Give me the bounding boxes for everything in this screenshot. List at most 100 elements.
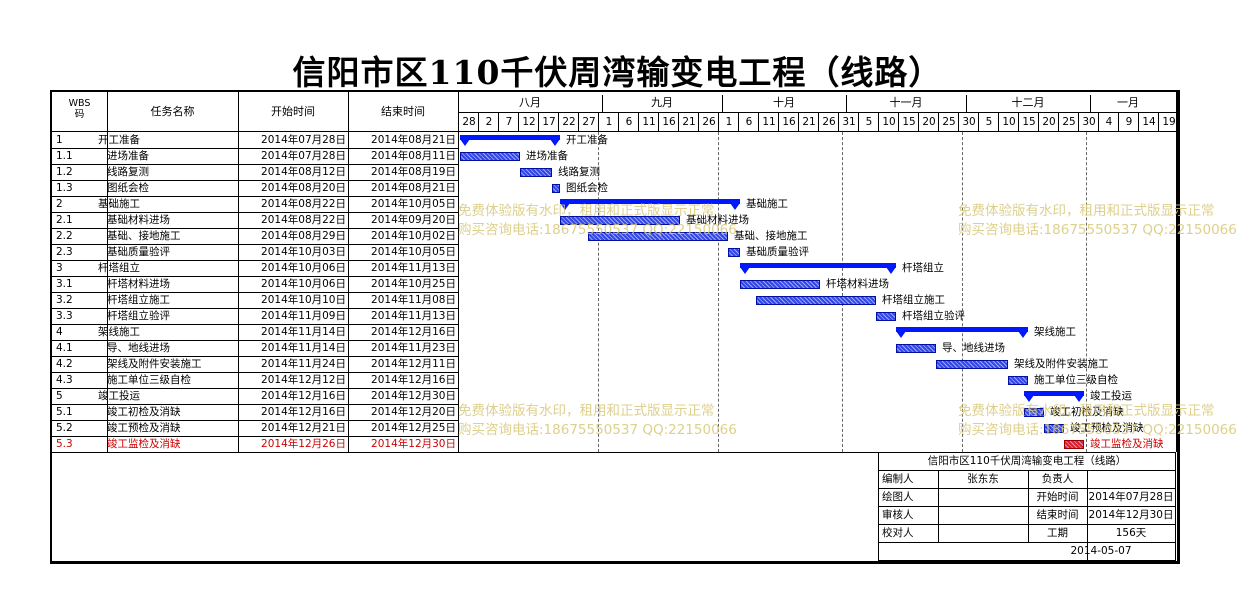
day-divider <box>1078 113 1079 131</box>
task-name[interactable]: 架线施工 <box>98 326 140 338</box>
bar-label: 竣工预检及消缺 <box>1070 422 1144 434</box>
task-name[interactable]: 进场准备 <box>107 150 149 162</box>
day-label: 26 <box>702 116 716 128</box>
task-name[interactable]: 杆塔组立施工 <box>107 294 170 306</box>
task-start: 2014年07月28日 <box>261 150 346 162</box>
summary-bar[interactable] <box>896 327 1028 332</box>
summary-bar-end <box>730 203 740 210</box>
month-label: 九月 <box>651 96 673 109</box>
summary-bar-end <box>1074 395 1084 402</box>
bar-label: 架线施工 <box>1034 326 1076 338</box>
task-name[interactable]: 基础质量验评 <box>107 246 170 258</box>
table-bottom-line <box>458 452 1176 453</box>
row-line <box>52 404 458 405</box>
day-label: 16 <box>782 116 796 128</box>
month-row-line <box>458 112 1176 113</box>
task-name[interactable]: 竣工初检及消缺 <box>107 406 181 418</box>
task-bar[interactable] <box>936 360 1008 369</box>
day-divider <box>898 113 899 131</box>
month-gridline <box>842 132 843 452</box>
task-end: 2014年08月21日 <box>371 182 456 194</box>
task-end: 2014年09月20日 <box>371 214 456 226</box>
month-label: 十月 <box>773 96 795 109</box>
task-wbs: 2.3 <box>56 246 73 258</box>
month-divider <box>846 95 847 113</box>
task-name[interactable]: 竣工预检及消缺 <box>107 422 181 434</box>
info-col-line <box>1028 470 1029 542</box>
task-name[interactable]: 架线及附件安装施工 <box>107 358 202 370</box>
day-label: 26 <box>822 116 836 128</box>
task-wbs: 4.3 <box>56 374 73 386</box>
task-name[interactable]: 开工准备 <box>98 134 140 146</box>
day-label: 16 <box>662 116 676 128</box>
task-name[interactable]: 导、地线进场 <box>107 342 170 354</box>
task-wbs: 1.1 <box>56 150 73 162</box>
task-bar[interactable] <box>756 296 876 305</box>
row-line <box>52 340 458 341</box>
task-name[interactable]: 线路复测 <box>107 166 149 178</box>
summary-bar-end <box>886 267 896 274</box>
task-bar[interactable] <box>896 344 936 353</box>
task-name[interactable]: 基础施工 <box>98 198 140 210</box>
task-bar[interactable] <box>552 184 560 193</box>
info-reviewer-label: 审核人 <box>882 509 914 521</box>
task-name[interactable]: 竣工投运 <box>98 390 140 402</box>
summary-bar-end <box>550 139 560 146</box>
task-bar[interactable] <box>728 248 740 257</box>
day-divider <box>938 113 939 131</box>
summary-bar[interactable] <box>740 263 896 268</box>
day-divider <box>698 113 699 131</box>
critical-task-bar[interactable] <box>1064 440 1084 449</box>
info-date: 2014-05-07 <box>1070 545 1132 557</box>
month-divider <box>602 95 603 113</box>
day-label: 31 <box>842 116 856 128</box>
task-wbs: 4.1 <box>56 342 73 354</box>
task-name[interactable]: 竣工监检及消缺 <box>107 438 181 450</box>
task-name[interactable]: 杆塔组立验评 <box>107 310 170 322</box>
task-name[interactable]: 杆塔材料进场 <box>107 278 170 290</box>
task-bar[interactable] <box>560 216 680 225</box>
day-divider <box>778 113 779 131</box>
task-bar[interactable] <box>588 232 728 241</box>
summary-bar[interactable] <box>460 135 560 140</box>
day-divider <box>1138 113 1139 131</box>
task-wbs: 5.1 <box>56 406 73 418</box>
task-name[interactable]: 杆塔组立 <box>98 262 140 274</box>
task-bar[interactable] <box>1044 424 1064 433</box>
row-line <box>52 244 458 245</box>
task-bar[interactable] <box>520 168 552 177</box>
task-bar[interactable] <box>740 280 820 289</box>
day-divider <box>758 113 759 131</box>
task-bar[interactable] <box>1024 408 1044 417</box>
day-label: 25 <box>942 116 956 128</box>
task-wbs: 5.3 <box>56 438 73 450</box>
info-period-label: 工期 <box>1047 527 1068 539</box>
task-name[interactable]: 图纸会检 <box>107 182 149 194</box>
task-name[interactable]: 基础材料进场 <box>107 214 170 226</box>
month-label: 十二月 <box>1011 96 1045 109</box>
summary-bar[interactable] <box>560 199 740 204</box>
task-name[interactable]: 施工单位三级自检 <box>107 374 191 386</box>
task-end: 2014年10月05日 <box>371 246 456 258</box>
bar-label: 杆塔组立 <box>902 262 944 274</box>
day-divider <box>958 113 959 131</box>
task-bar[interactable] <box>1008 376 1028 385</box>
month-label: 十一月 <box>889 96 923 109</box>
task-wbs: 2.1 <box>56 214 73 226</box>
task-end: 2014年11月13日 <box>371 310 456 322</box>
task-bar[interactable] <box>876 312 896 321</box>
task-start: 2014年10月06日 <box>261 262 346 274</box>
task-bar[interactable] <box>460 152 520 161</box>
task-end: 2014年10月25日 <box>371 278 456 290</box>
day-divider <box>658 113 659 131</box>
day-label: 4 <box>1105 116 1113 128</box>
summary-bar[interactable] <box>1024 391 1084 396</box>
day-divider <box>498 113 499 131</box>
day-divider <box>1018 113 1019 131</box>
info-start: 2014年07月28日 <box>1088 491 1174 503</box>
task-name[interactable]: 基础、接地施工 <box>107 230 181 242</box>
day-label: 1 <box>605 116 613 128</box>
day-divider <box>1038 113 1039 131</box>
row-line <box>52 228 458 229</box>
bar-label: 杆塔组立验评 <box>902 310 965 322</box>
